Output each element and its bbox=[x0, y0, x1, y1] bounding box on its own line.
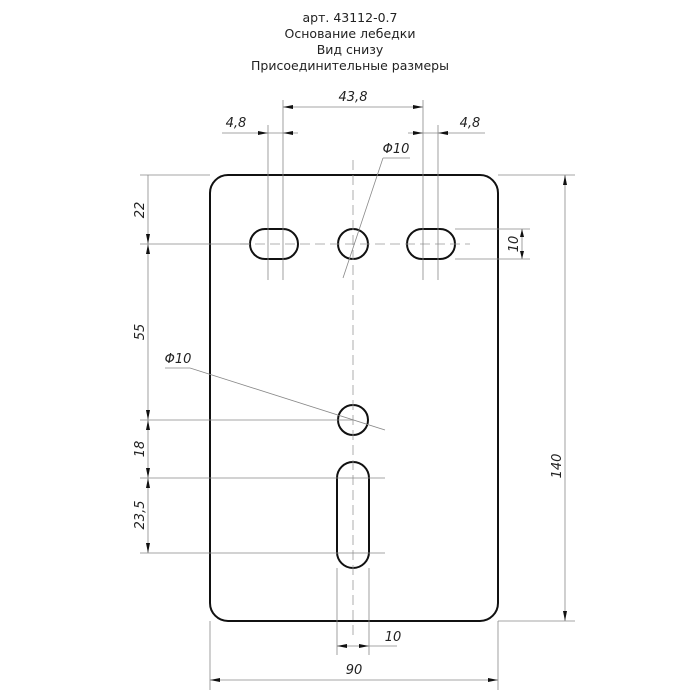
dim-slot-spacing: 43,8 bbox=[339, 90, 368, 105]
dim-slot-length: 23,5 bbox=[133, 501, 148, 530]
dim-right-slot-width: 4,8 bbox=[460, 116, 481, 131]
dim-left-slot-width: 4,8 bbox=[226, 116, 247, 131]
drawing-subtitle: Присоединительные размеры bbox=[251, 58, 449, 73]
dim-middle-hole-diameter: Φ10 bbox=[165, 352, 192, 367]
dim-plate-height: 140 bbox=[550, 454, 565, 479]
dim-top-hole-diameter: Φ10 bbox=[383, 142, 410, 157]
view-name: Вид снизу bbox=[316, 42, 384, 57]
plate-outline bbox=[209, 174, 499, 622]
dim-hole-spacing: 55 bbox=[133, 324, 148, 341]
dim-slot-height: 10 bbox=[507, 236, 522, 253]
extension-lines bbox=[140, 100, 575, 690]
article-number: арт. 43112-0.7 bbox=[302, 10, 398, 25]
dim-hole-to-slot: 18 bbox=[133, 441, 148, 458]
dimension-lines bbox=[146, 105, 567, 682]
dim-top-offset: 22 bbox=[133, 202, 148, 219]
dim-bottom-slot-width: 10 bbox=[385, 630, 402, 645]
dim-plate-width: 90 bbox=[346, 663, 363, 678]
part-name: Основание лебедки bbox=[284, 26, 416, 41]
